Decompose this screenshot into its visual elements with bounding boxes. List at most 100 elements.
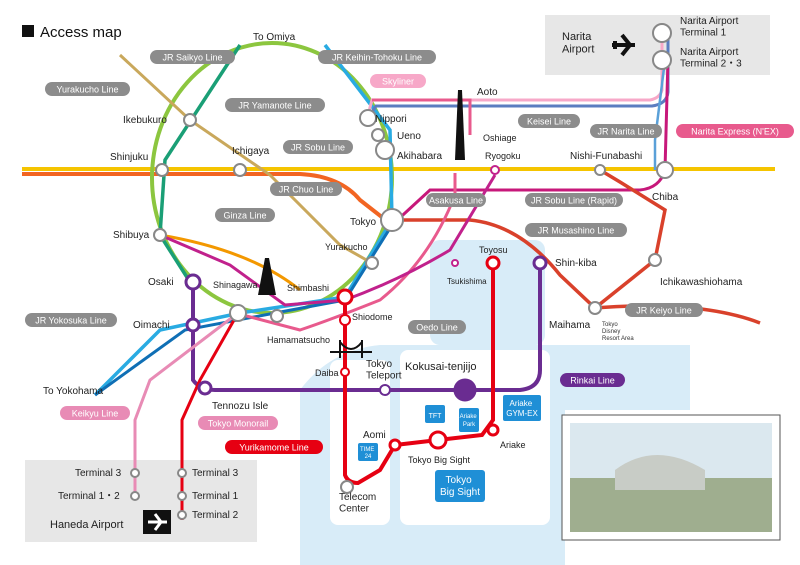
label-aomi-line: Aomi: [363, 430, 386, 441]
station-telecom-marker: [340, 480, 354, 494]
label-shinkiba: Shin-kiba: [555, 258, 597, 269]
gym-line2: GYM-EX: [506, 409, 538, 418]
label-toyosu-line: Toyosu: [479, 245, 508, 255]
tag-saikyo-box: [150, 50, 235, 64]
tag-sobu-rapid-line: JR Sobu Line (Rapid): [531, 196, 617, 206]
gym-badge: [503, 395, 541, 421]
station-narita-t23-marker: [652, 50, 672, 70]
chuo-line: [22, 172, 395, 227]
park-badge: [459, 408, 479, 432]
tag-musashino-line: JR Musashino Line: [538, 226, 615, 236]
tag-yurikamome-line: Yurikamome Line: [239, 443, 309, 453]
yurakucho-line: [118, 53, 371, 264]
narita-jr-line: [653, 59, 667, 170]
label-ueno-line: Ueno: [397, 131, 421, 142]
station-tsukishima-marker: [451, 259, 459, 267]
label-chiba-line: Chiba: [652, 192, 679, 203]
label-to-omiya-line: To Omiya: [253, 32, 296, 43]
station-shimbashi-marker: [336, 288, 354, 306]
label-tennozu: Tennozu Isle: [212, 401, 269, 412]
label-shibuya: Shibuya: [113, 230, 150, 241]
time24-label: TIME 24: [360, 447, 376, 460]
station-shiodome-marker: [339, 314, 351, 326]
gym-label: Ariake GYM-EX: [506, 399, 538, 418]
label-kokusai: Kokusai-tenjijo: [405, 361, 477, 373]
title-square-icon: [22, 25, 34, 37]
station-yurakucho-marker: [365, 256, 379, 270]
label-oimachi: Oimachi: [133, 320, 170, 331]
tag-rinkai: Rinkai Line: [570, 376, 615, 386]
station-oimachi-marker: [185, 317, 201, 333]
station-chiba-marker: [656, 161, 674, 179]
station-haneda-mono-t1-marker: [177, 491, 187, 501]
station-shinagawa-marker: [229, 304, 247, 322]
label-shiodome: Shiodome: [352, 312, 393, 322]
label-shimbashi-line: Shimbashi: [287, 283, 329, 293]
tag-keiyo-line: JR Keiyo Line: [636, 306, 692, 316]
label-daiba: Daiba: [315, 368, 339, 378]
tag-keikyu-box: [60, 406, 130, 420]
tag-rinkai-line: Rinkai Line: [570, 376, 615, 386]
keikyu-line: [133, 311, 239, 495]
label-shimbashi: Shimbashi: [287, 283, 329, 293]
label-disney-line: Tokyo: [602, 322, 618, 328]
label-ariake-line: Ariake: [500, 440, 526, 450]
tag-keiyo: JR Keiyo Line: [636, 306, 692, 316]
label-tennozu-line: Tennozu Isle: [212, 401, 269, 412]
label-yurakucho: Yurakucho: [325, 242, 368, 252]
label-maihama: Maihama: [549, 320, 591, 331]
tag-skyliner-line: Skyliner: [382, 77, 414, 87]
time24-badge: [358, 443, 378, 461]
tag-skyliner-box: [370, 74, 426, 88]
tft-label: TFT: [429, 413, 443, 420]
label-haneda-name-line: Haneda Airport: [50, 519, 123, 531]
tag-yurikamome-box: [225, 440, 323, 454]
tag-keihin-line: JR Keihin-Tohoku Line: [332, 53, 422, 63]
tag-nex-box: [676, 124, 794, 138]
haneda-airplane-icon: [148, 513, 167, 531]
label-tsukishima: Tsukishima: [447, 277, 487, 286]
label-aomi: Aomi: [363, 430, 386, 441]
saikyo-line: [158, 44, 242, 283]
label-ichikawa: Ichikawashiohama: [660, 277, 743, 288]
tag-chuo-box: [270, 182, 342, 196]
tag-chuo-line: JR Chuo Line: [279, 185, 334, 195]
bigsight-badge-line1: Tokyo: [446, 475, 473, 486]
tag-keisei: Keisei Line: [527, 117, 571, 127]
tag-asakusa-box: [426, 193, 486, 207]
station-ichigaya-marker: [233, 163, 247, 177]
rainbow-bridge-icon: [330, 340, 372, 358]
station-ariake-marker: [486, 423, 500, 437]
tag-narita-line: JR Narita Line: [597, 127, 654, 137]
label-tokyo-line: Tokyo: [350, 217, 377, 228]
tag-rinkai-box: [560, 373, 625, 387]
label-nishi-funabashi-line: Nishi-Funabashi: [570, 151, 642, 162]
tag-nex: Narita Express (N'EX): [691, 127, 779, 137]
tag-keisei-line: Keisei Line: [527, 117, 571, 127]
label-narita-t1-line: Terminal 1: [680, 28, 727, 39]
tag-oedo-box: [408, 320, 466, 334]
page-title: Access map: [40, 24, 122, 41]
tag-sobu-rapid: JR Sobu Line (Rapid): [531, 196, 617, 206]
label-yurakucho-line: Yurakucho: [325, 242, 368, 252]
label-haneda-mono-t2-line: Terminal 2: [192, 510, 239, 521]
gym-line1: Ariake: [510, 399, 533, 408]
tag-monorail-box: [198, 416, 278, 430]
tag-chuo: JR Chuo Line: [279, 185, 334, 195]
label-shinagawa-line: Shinagawa: [213, 280, 258, 290]
station-narita-t1-marker: [652, 23, 672, 43]
tag-oedo: Oedo Line: [416, 323, 458, 333]
tag-ginza-box: [215, 208, 275, 222]
station-maihama-marker: [588, 301, 602, 315]
label-narita-t1-line: Narita Airport: [680, 16, 739, 27]
tag-keikyu-line: Keikyu Line: [72, 409, 119, 419]
label-hamamatsucho-line: Hamamatsucho: [267, 335, 330, 345]
park-line2: Park: [463, 422, 476, 428]
label-big-sight-line: Tokyo Big Sight: [408, 455, 471, 465]
station-hamamatsucho-marker: [270, 309, 284, 323]
label-haneda-mono-t1: Terminal 1: [192, 491, 239, 502]
